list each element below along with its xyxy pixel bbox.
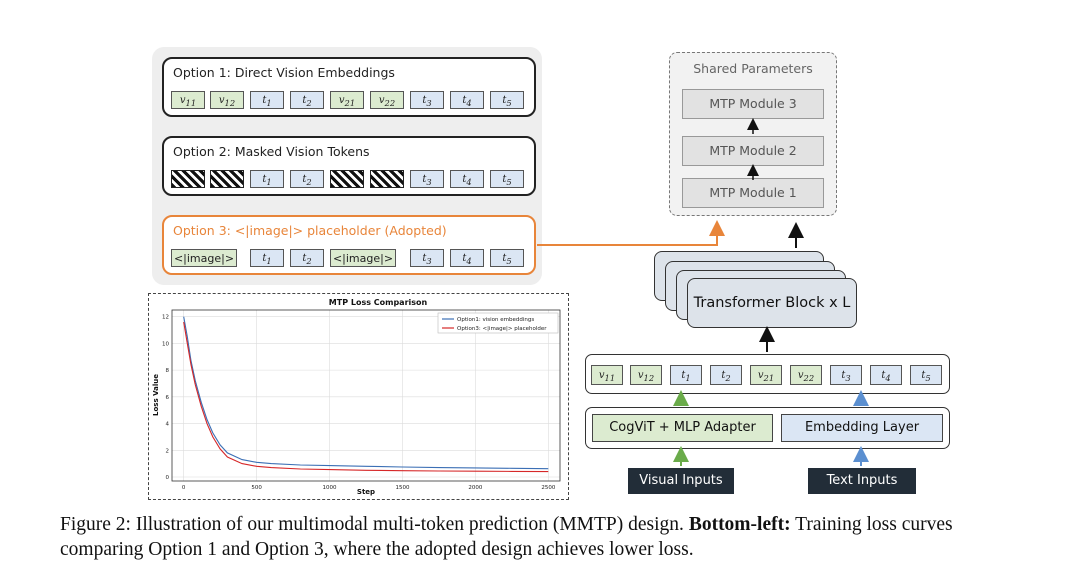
loss-chart-frame — [148, 293, 569, 500]
token-t2: t2 — [290, 170, 324, 188]
token-t3: t3 — [410, 91, 444, 109]
token-v11: v11 — [171, 91, 205, 109]
token-t4: t4 — [450, 170, 484, 188]
encoder-row: CogViT + MLP Adapter Embedding Layer — [585, 407, 950, 449]
option-2-title: Option 2: Masked Vision Tokens — [173, 144, 370, 159]
option-3-title: Option 3: <|image|> placeholder (Adopted… — [173, 223, 447, 238]
y-tick-label-4: 8 — [166, 368, 170, 374]
token-t4: t4 — [450, 249, 484, 267]
caption-bold-label: Bottom-left: — [688, 514, 791, 535]
loss-chart: MTP Loss Comparison 0 500 1000 1500 2000 2500… — [152, 298, 561, 496]
x-tick-label-1: 500 — [251, 485, 262, 491]
plot-area — [171, 309, 561, 482]
mtp-module-1: MTP Module 1 — [682, 178, 824, 208]
token-t1: t1 — [670, 365, 702, 385]
adopted-connector-arrow — [537, 220, 725, 246]
token-v21: v21 — [330, 91, 364, 109]
token-v11: v11 — [591, 365, 623, 385]
masked-token — [171, 170, 205, 188]
token-t1: t1 — [250, 170, 284, 188]
y-tick-label-5: 10 — [162, 341, 169, 347]
option-1-box: Option 1: Direct Vision Embeddings v11 v… — [162, 57, 536, 117]
token-t5: t5 — [490, 170, 524, 188]
option-2-box: Option 2: Masked Vision Tokens t1 t2 t3 … — [162, 136, 536, 196]
input-token-row: v11 v12 t1 t2 v21 v22 t3 t4 t5 — [585, 354, 950, 394]
token-v22: v22 — [370, 91, 404, 109]
caption-figure-text: Figure 2: Illustration of our multimodal… — [60, 514, 684, 535]
token-t4: t4 — [870, 365, 902, 385]
caption-rest-text: Training loss curves comparing Option 1 … — [60, 514, 953, 560]
y-tick-label-2: 4 — [166, 422, 170, 428]
token-t5: t5 — [910, 365, 942, 385]
x-tick-label-3: 1500 — [395, 485, 409, 491]
token-t3: t3 — [410, 249, 444, 267]
y-tick-label-3: 6 — [166, 395, 170, 401]
token-t2: t2 — [290, 249, 324, 267]
series-line-1 — [183, 316, 549, 470]
y-tick-label-0: 0 — [166, 475, 170, 481]
token-t5: t5 — [490, 249, 524, 267]
legend-label-series-1: Option1: vision embeddings — [457, 317, 534, 323]
transformer-block-label: Transformer Block x L — [693, 295, 851, 311]
masked-token — [330, 170, 364, 188]
token-v22: v22 — [790, 365, 822, 385]
option-1-title: Option 1: Direct Vision Embeddings — [173, 65, 395, 80]
token-v12: v12 — [630, 365, 662, 385]
masked-token — [210, 170, 244, 188]
token-t2: t2 — [290, 91, 324, 109]
x-tick-label-2: 1000 — [323, 485, 337, 491]
token-t3: t3 — [410, 170, 444, 188]
x-tick-label-4: 2000 — [468, 485, 482, 491]
token-t2: t2 — [710, 365, 742, 385]
x-axis-label: Step — [357, 488, 375, 496]
visual-inputs: Visual Inputs — [628, 468, 734, 494]
token-v12: v12 — [210, 91, 244, 109]
figure-caption: Figure 2: Illustration of our multimodal… — [60, 512, 1040, 562]
token-t5: t5 — [490, 91, 524, 109]
series-line-2 — [183, 321, 549, 473]
token-t1: t1 — [250, 91, 284, 109]
text-inputs: Text Inputs — [808, 468, 916, 494]
masked-token — [370, 170, 404, 188]
chart-legend: Option1: vision embeddings Option3: <|im… — [437, 312, 559, 334]
embedding-layer: Embedding Layer — [781, 414, 943, 442]
cogvit-mlp-adapter: CogViT + MLP Adapter — [592, 414, 773, 442]
transformer-block: Transformer Block x L — [687, 278, 857, 328]
chart-title: MTP Loss Comparison — [329, 298, 428, 307]
mtp-module-2: MTP Module 2 — [682, 136, 824, 166]
token-t1: t1 — [250, 249, 284, 267]
legend-label-series-2: Option3: <|image|> placeholder — [457, 326, 547, 332]
option-3-box: Option 3: <|image|> placeholder (Adopted… — [162, 215, 536, 275]
token-t4: t4 — [450, 91, 484, 109]
token-v21: v21 — [750, 365, 782, 385]
y-axis-label: Loss Value — [152, 374, 160, 416]
token-t3: t3 — [830, 365, 862, 385]
y-tick-label-1: 2 — [166, 448, 170, 454]
mtp-module-3: MTP Module 3 — [682, 89, 824, 119]
y-tick-label-6: 12 — [162, 315, 169, 321]
x-tick-label-5: 2500 — [541, 485, 555, 491]
image-placeholder-token: <|image|> — [171, 249, 237, 267]
shared-parameters-title: Shared Parameters — [693, 61, 813, 76]
x-tick-label-0: 0 — [182, 485, 186, 491]
image-placeholder-token: <|image|> — [330, 249, 396, 267]
